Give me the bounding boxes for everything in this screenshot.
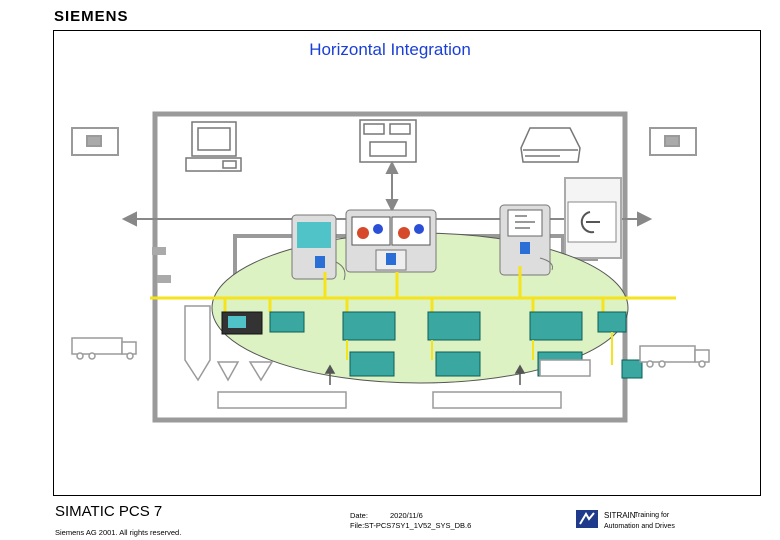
sitrain-tagline-line2: Automation and Drives bbox=[604, 523, 675, 530]
side-marker bbox=[152, 247, 166, 255]
server-icon bbox=[359, 119, 417, 163]
process-arrows bbox=[324, 364, 526, 385]
engineering-station-icon bbox=[345, 209, 437, 273]
silos-icon bbox=[184, 305, 274, 382]
sitrain-tagline: Training for bbox=[634, 512, 670, 519]
right-panel bbox=[564, 177, 622, 259]
process-units bbox=[217, 359, 591, 409]
date-label: Date: bbox=[350, 511, 368, 520]
operator-station-right-icon bbox=[499, 204, 553, 276]
outer-gray-frame bbox=[152, 111, 628, 423]
io-connections bbox=[346, 332, 613, 365]
truck-left-icon bbox=[71, 337, 137, 360]
slide-title: Horizontal Integration bbox=[309, 40, 471, 59]
sitrain-logo-icon bbox=[576, 510, 598, 528]
date-value: 2020/11/6 bbox=[390, 511, 423, 520]
file-info: File:ST-PCS7SY1_1V52_SYS_DB.6 bbox=[350, 521, 472, 530]
truck-right-icon bbox=[639, 345, 710, 368]
plant-bus bbox=[150, 266, 676, 312]
side-marker bbox=[157, 275, 171, 283]
printer-right-icon bbox=[649, 127, 697, 156]
printer-left-icon bbox=[71, 127, 119, 156]
operator-station-left-icon bbox=[291, 214, 346, 281]
product-name: SIMATIC PCS 7 bbox=[55, 503, 163, 520]
pc-workstation-icon bbox=[185, 121, 242, 172]
slide-frame bbox=[53, 30, 761, 496]
siemens-logo: SIEMENS bbox=[54, 8, 129, 25]
sitrain-name: SITRAIN bbox=[604, 511, 636, 520]
copyright-notice: Siemens AG 2001. All rights reserved. bbox=[55, 528, 182, 537]
laser-printer-icon bbox=[520, 127, 581, 163]
